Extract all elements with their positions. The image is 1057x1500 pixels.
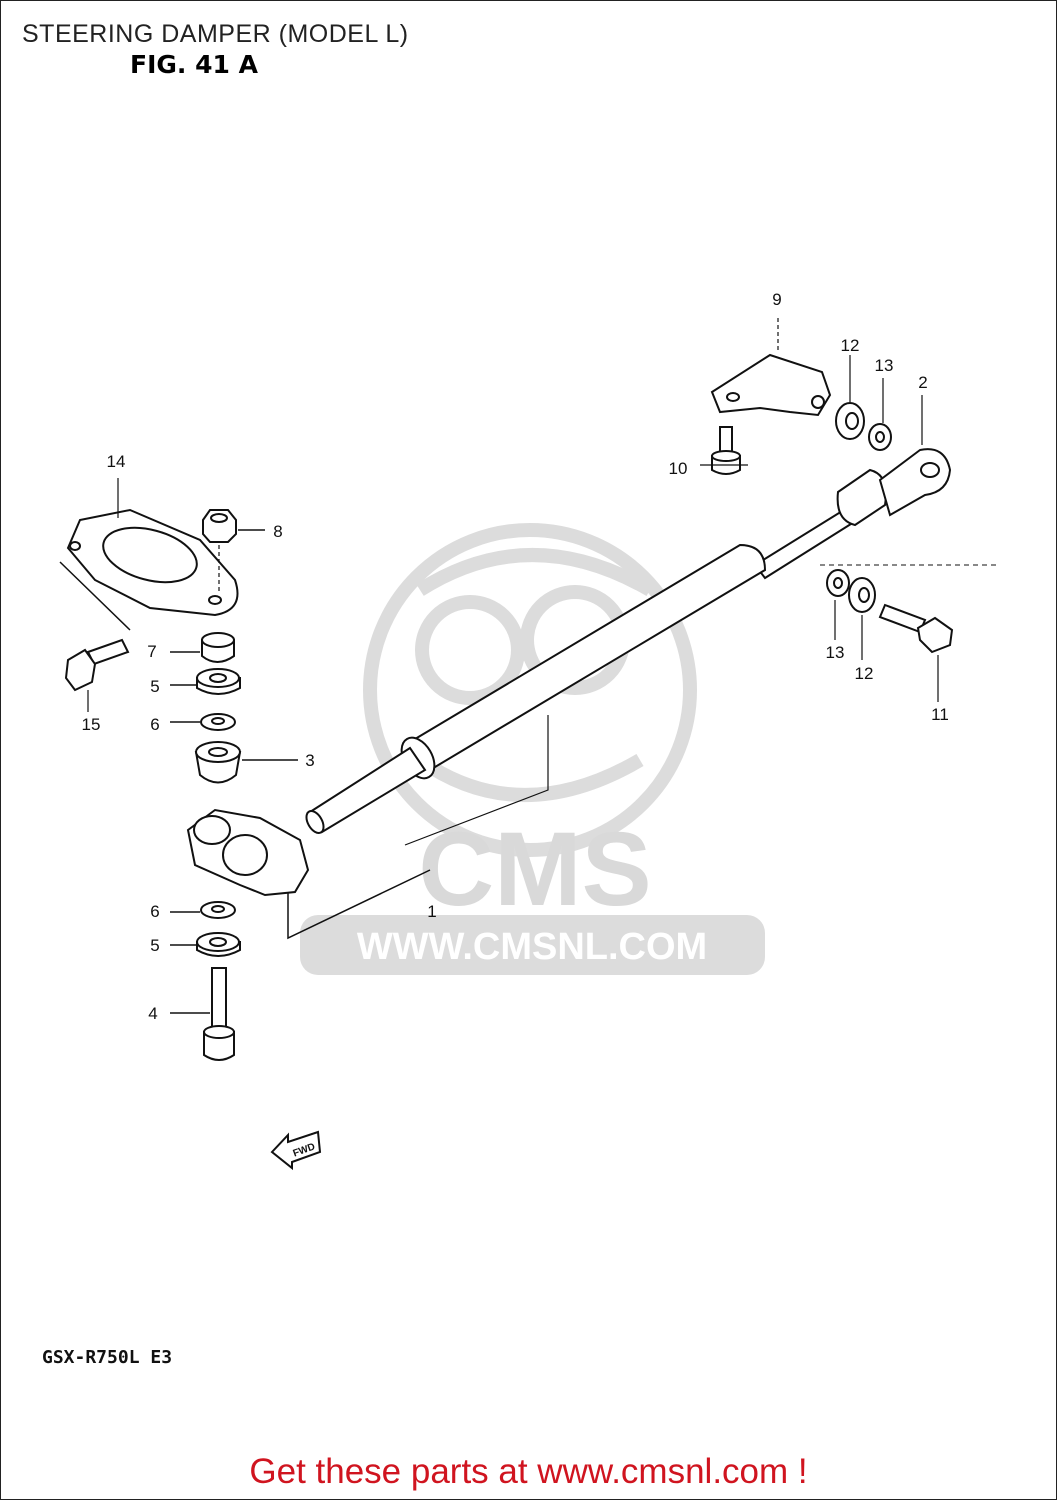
arrow-left-icon	[270, 1130, 322, 1171]
callout-12-upper: 12	[841, 336, 860, 355]
callout-8: 8	[273, 522, 282, 541]
watermark-helmet-band	[416, 548, 654, 597]
washer-6-upper	[200, 713, 236, 731]
spacer-12-upper	[835, 402, 865, 440]
page-title: STEERING DAMPER (MODEL L)	[22, 20, 409, 48]
watermark-helmet-chin	[415, 753, 644, 802]
watermark-goggle-left	[415, 595, 525, 705]
bracket-9	[710, 353, 832, 417]
bolt-10	[711, 426, 741, 475]
damper-collar	[836, 468, 887, 527]
washer-13-lower	[826, 569, 850, 597]
callout-3: 3	[305, 751, 314, 770]
figure-label: FIG. 41 A	[130, 50, 258, 79]
callout-6-lower: 6	[150, 902, 159, 921]
rubber-mount-3	[194, 741, 242, 784]
callout-6-upper: 6	[150, 715, 159, 734]
callout-7: 7	[147, 642, 156, 661]
clamp-mount-hole	[208, 595, 222, 605]
clamp-bolt-hole	[69, 541, 81, 551]
watermark-url-bar	[300, 915, 765, 975]
bushing-7	[201, 632, 235, 663]
callout-9: 9	[772, 290, 781, 309]
damper-assembly	[305, 448, 952, 834]
lower-clamp-block	[186, 808, 310, 897]
callout-12-lower: 12	[855, 664, 874, 683]
washer-13-upper	[868, 423, 892, 451]
washer-5-upper	[196, 668, 241, 695]
washer-5-lower	[196, 932, 241, 957]
callout-13-lower: 13	[826, 643, 845, 662]
callout-10: 10	[669, 459, 688, 478]
spacer-12-lower	[848, 577, 876, 613]
callout-2: 2	[918, 373, 927, 392]
washer-6-lower	[200, 901, 236, 919]
bolt-11	[878, 603, 954, 654]
nut-8	[202, 509, 237, 543]
watermark-brand: CMS	[418, 811, 651, 928]
damper-eye-hole	[920, 462, 940, 478]
damper-rod-end-eye	[878, 448, 952, 517]
watermark-url: WWW.CMSNL.COM	[357, 926, 707, 968]
watermark	[363, 523, 697, 857]
clamp-ring-opening	[102, 526, 198, 584]
callout-14: 14	[107, 452, 126, 471]
callout-11: 11	[931, 705, 949, 724]
footer-parts-link[interactable]: Get these parts at www.cmsnl.com !	[249, 1452, 808, 1491]
callout-5-lower: 5	[150, 936, 159, 955]
clamp-bracket-14	[66, 508, 239, 617]
watermark-helmet-outline	[363, 523, 697, 857]
callout-15: 15	[82, 715, 101, 734]
damper-shaft-tip	[305, 810, 325, 834]
callout-1: 1	[427, 902, 436, 921]
callout-5-upper: 5	[150, 677, 159, 696]
damper-cylinder	[403, 543, 767, 772]
bolt-15	[64, 638, 130, 692]
leader-line	[404, 715, 549, 846]
bolt-4	[203, 967, 235, 1061]
leader-line	[287, 869, 431, 940]
callout-13-upper: 13	[875, 356, 894, 375]
leader-line	[59, 561, 131, 631]
model-code: GSX-R750L E3	[42, 1347, 173, 1368]
fwd-marker: FWD	[270, 1130, 322, 1171]
callout-4: 4	[148, 1004, 157, 1023]
